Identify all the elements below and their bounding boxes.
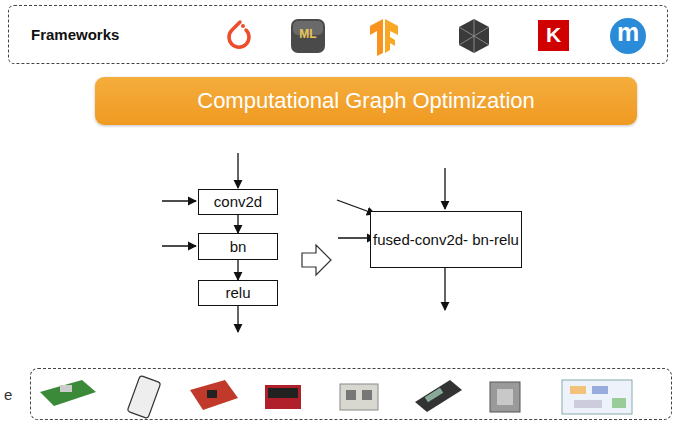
logo-letter: K (538, 23, 569, 46)
node-text: Computational Graph Optimization (197, 87, 535, 116)
framework-band: Frameworks (8, 5, 668, 64)
stage-banner: Computational Graph Optimization (95, 77, 637, 125)
hardware-icons (40, 375, 632, 418)
process-box: conv2d (198, 189, 278, 215)
flow-arrow (237, 215, 238, 233)
node-text: e (4, 385, 12, 405)
node-text: relu (225, 283, 250, 303)
node-text: fused-conv2d- bn-relu (373, 230, 519, 250)
transform-arrow (302, 245, 331, 275)
pytorch-logo (229, 22, 249, 47)
tensorflow-logo (370, 19, 398, 56)
mlflow-logo (610, 18, 646, 54)
logo-letter: m (610, 19, 646, 47)
process-box: bn (198, 233, 278, 260)
keras-logo (538, 20, 569, 51)
hardware-band: e (30, 368, 672, 420)
flow-arrow (237, 260, 238, 280)
node-text: conv2d (214, 192, 262, 212)
logo-letters: ML (291, 28, 325, 41)
coreml-logo (291, 19, 325, 53)
fused-box: fused-conv2d- bn-relu (370, 211, 522, 268)
node-text: Frameworks (31, 25, 119, 45)
node-text: bn (230, 237, 247, 257)
process-box: relu (198, 280, 278, 306)
mxnet-logo (459, 19, 489, 53)
